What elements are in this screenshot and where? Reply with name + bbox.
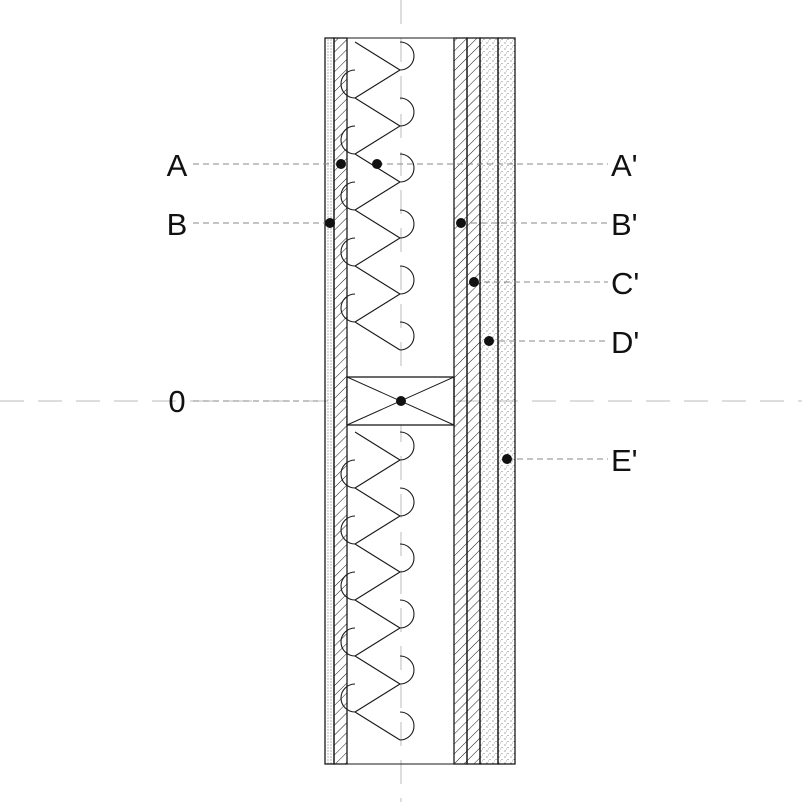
label-b-prime: B' bbox=[611, 207, 638, 242]
measurement-points bbox=[325, 159, 512, 464]
point-zero bbox=[396, 396, 406, 406]
label-c-prime: C' bbox=[611, 266, 639, 301]
layer-render-base bbox=[479, 37, 499, 765]
point-b-prime bbox=[456, 218, 466, 228]
insulation-loop bbox=[340, 41, 415, 351]
label-a-prime: A' bbox=[611, 148, 638, 183]
point-a bbox=[336, 159, 346, 169]
wall-section bbox=[324, 37, 516, 765]
layer-membrane bbox=[466, 37, 481, 765]
layer-render-finish bbox=[497, 37, 516, 765]
labels: A B 0 A' B' C' D' E' bbox=[167, 148, 640, 478]
insulation-batt bbox=[340, 41, 415, 741]
layer-interior-board bbox=[333, 37, 348, 765]
label-e-prime: E' bbox=[611, 443, 638, 478]
label-b: B bbox=[167, 207, 188, 242]
point-e-prime bbox=[502, 454, 512, 464]
layer-sheathing bbox=[453, 37, 468, 765]
label-d-prime: D' bbox=[611, 325, 639, 360]
point-c-prime bbox=[469, 277, 479, 287]
point-b bbox=[325, 218, 335, 228]
label-a: A bbox=[167, 148, 188, 183]
layer-interior-finish bbox=[324, 37, 335, 765]
label-zero: 0 bbox=[168, 384, 185, 419]
leader-lines bbox=[193, 163, 608, 460]
insulation-loop bbox=[340, 431, 415, 741]
point-d-prime bbox=[484, 336, 494, 346]
point-a-prime bbox=[372, 159, 382, 169]
